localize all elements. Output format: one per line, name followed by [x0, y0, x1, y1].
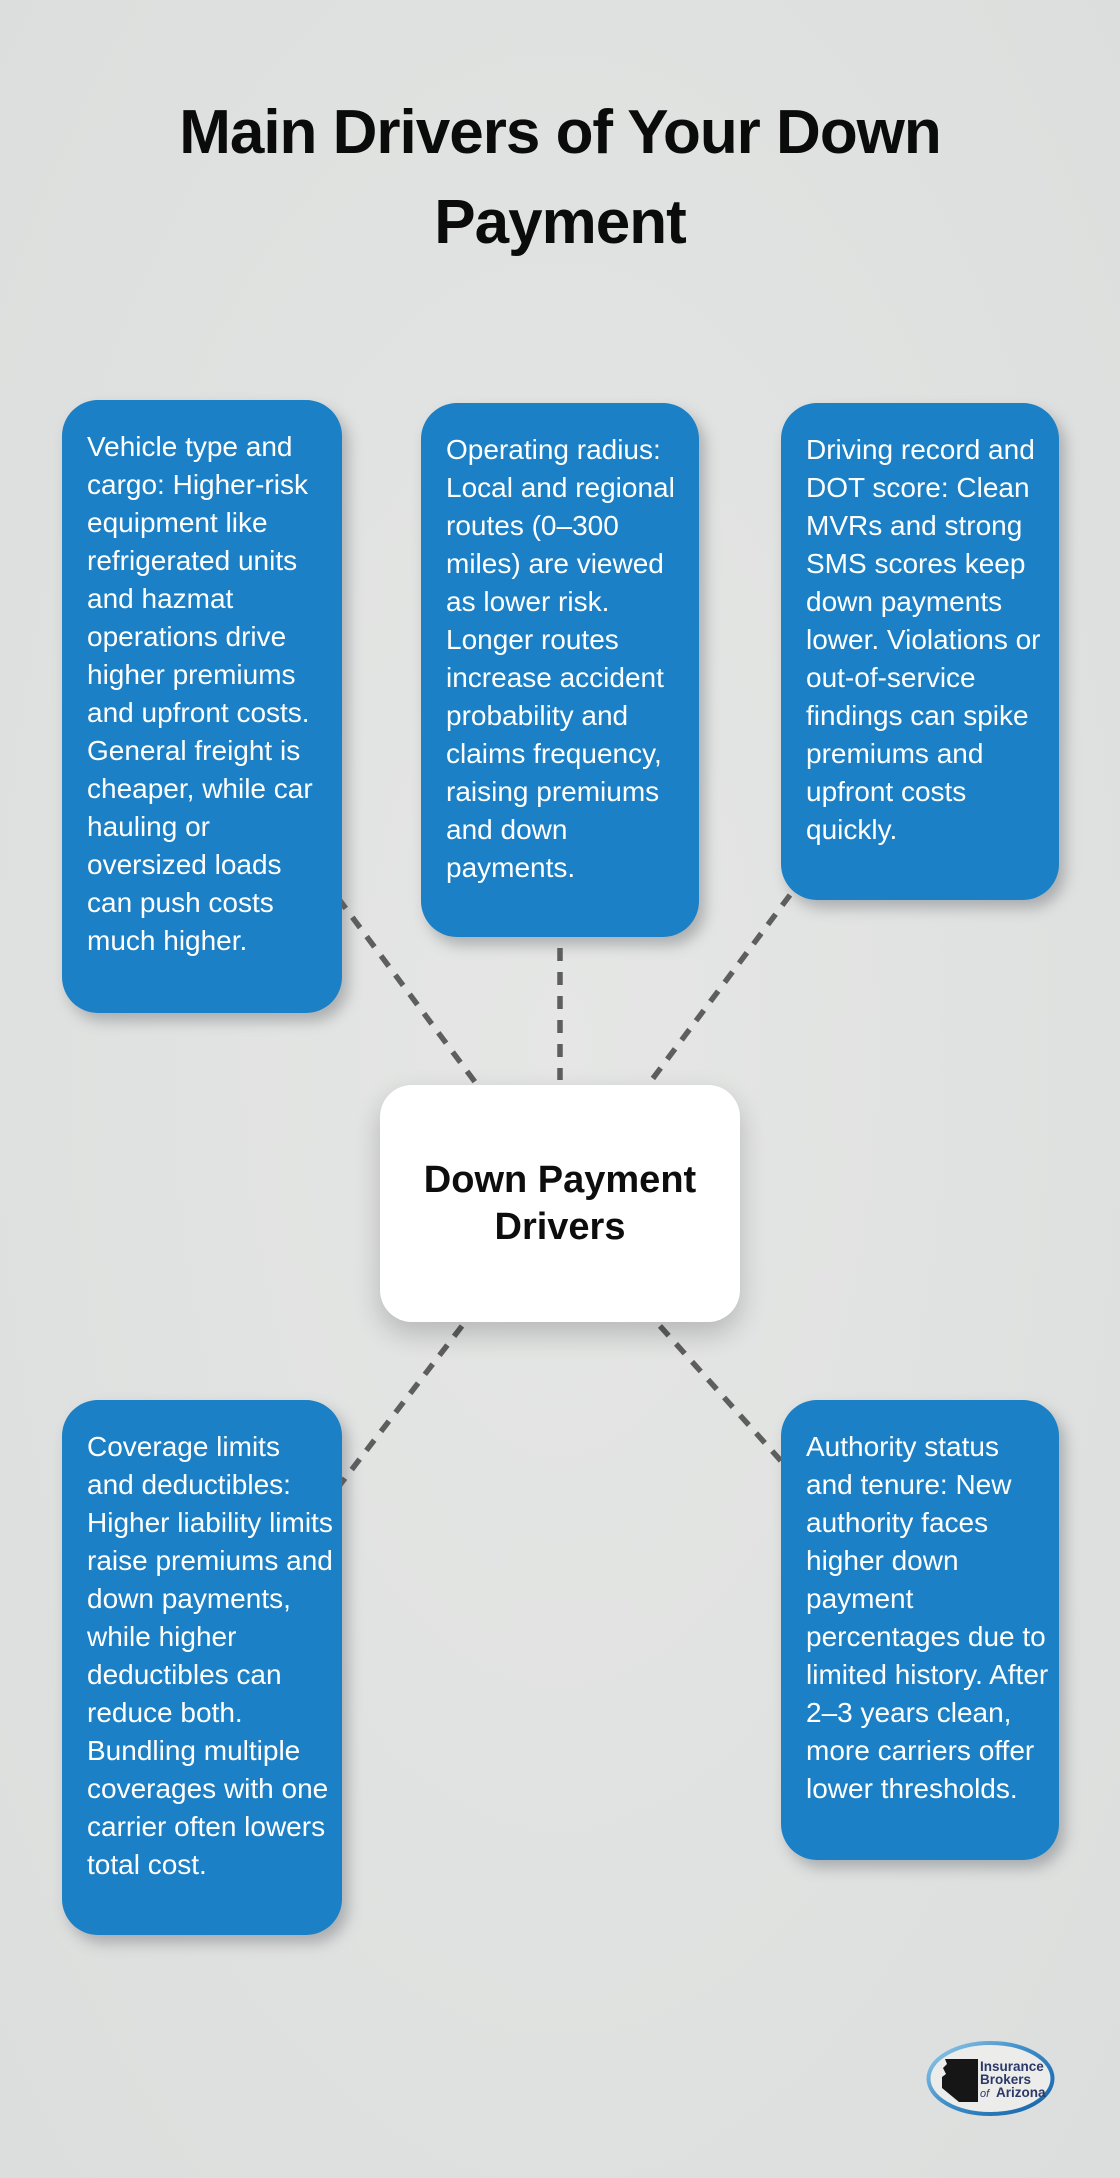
node-operating-radius: Operating radius: Local and regional rou…	[421, 403, 699, 937]
node-vehicle-type-cargo: Vehicle type and cargo: Higher-risk equi…	[62, 400, 342, 1013]
node-driving-record: Driving record and DOT score: Clean MVRs…	[781, 403, 1059, 900]
logo-line3: Arizona	[996, 2085, 1046, 2100]
node-authority-text: Authority status and tenure: New authori…	[806, 1431, 1049, 1804]
center-node-label: Down Payment Drivers	[423, 1158, 697, 1248]
svg-text:of Arizona: of Arizona	[980, 2085, 1046, 2100]
node-radius-text: Operating radius: Local and regional rou…	[446, 434, 675, 883]
node-driving-text: Driving record and DOT score: Clean MVRs…	[806, 434, 1041, 845]
dashed-connector-coverage	[333, 1324, 465, 1492]
logo-line1: Insurance	[980, 2059, 1044, 2074]
brand-logo: Insurance Brokers of Arizona	[925, 2040, 1057, 2118]
logo-line2: Brokers	[980, 2072, 1031, 2087]
node-authority-status: Authority status and tenure: New authori…	[781, 1400, 1059, 1860]
arizona-state-icon	[942, 2059, 978, 2102]
node-coverage-limits: Coverage limits and deductibles: Higher …	[62, 1400, 342, 1935]
center-node: Down Payment Drivers	[380, 1085, 740, 1322]
dashed-connector-driving	[645, 893, 793, 1087]
page-title: Main Drivers of Your Down Payment	[179, 98, 942, 257]
node-vehicle-text: Vehicle type and cargo: Higher-risk equi…	[87, 431, 313, 956]
logo-line3-prefix: of	[980, 2088, 990, 2100]
node-coverage-text: Coverage limits and deductibles: Higher …	[87, 1431, 333, 1880]
dashed-connector-authority	[657, 1324, 785, 1464]
dashed-connector-vehicle	[335, 896, 481, 1088]
